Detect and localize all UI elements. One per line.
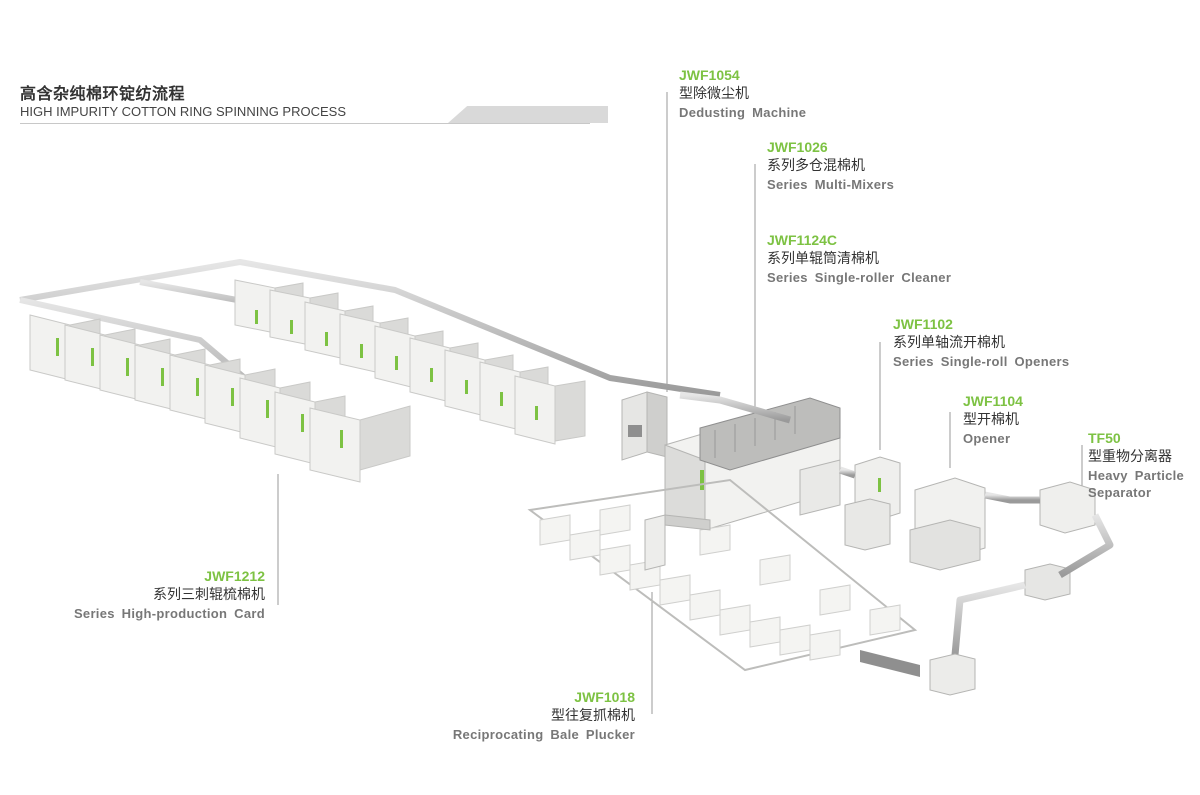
en-name-jwf1104: Opener: [963, 431, 1011, 446]
label-jwf1102: JWF1102 系列单轴流开棉机 Series Single-roll Open…: [893, 315, 1069, 370]
cn-name-jwf1026: 系列多仓混棉机: [767, 158, 865, 174]
en-name-tf50-line1: Heavy Particle: [1088, 468, 1185, 483]
cn-name-jwf1102: 系列单轴流开棉机: [893, 335, 1005, 351]
single-roller-cleaner: [799, 459, 841, 516]
label-jwf1026: JWF1026 系列多仓混棉机 Series Multi-Mixers: [767, 138, 894, 193]
en-name-jwf1018: Reciprocating Bale Plucker: [452, 727, 635, 742]
title-divider: [20, 123, 590, 124]
en-name-jwf1026: Series Multi-Mixers: [767, 177, 895, 192]
label-jwf1212: JWF1212 系列三刺辊梳棉机 Series High-production …: [74, 567, 265, 622]
opener: [909, 477, 986, 571]
model-jwf1104: JWF1104: [963, 393, 1023, 409]
condenser-unit: [929, 653, 976, 696]
model-jwf1212: JWF1212: [204, 568, 265, 584]
model-jwf1026: JWF1026: [767, 139, 828, 155]
model-jwf1018: JWF1018: [574, 689, 635, 705]
label-jwf1124c: JWF1124C 系列单辊筒清棉机 Series Single-roller C…: [767, 231, 951, 286]
bale-plucker: [527, 478, 920, 677]
card-row-front: [29, 314, 411, 483]
label-jwf1018: JWF1018 型往复抓棉机 Reciprocating Bale Plucke…: [453, 688, 635, 743]
cn-name-jwf1212: 系列三刺辊梳棉机: [153, 587, 265, 603]
label-jwf1104: JWF1104 型开棉机 Opener: [963, 392, 1023, 447]
heavy-particle-separator: [1024, 481, 1096, 601]
cn-name-jwf1018: 型往复抓棉机: [551, 708, 635, 724]
cn-name-jwf1104: 型开棉机: [963, 412, 1019, 428]
single-roll-opener: [844, 456, 901, 551]
en-name-jwf1102: Series Single-roll Openers: [893, 354, 1070, 369]
cn-name-tf50: 型重物分离器: [1088, 449, 1172, 465]
en-name-tf50-line2: Separator: [1088, 485, 1152, 500]
model-tf50: TF50: [1088, 430, 1121, 446]
diagram-header: 高含杂纯棉环锭纺流程 HIGH IMPURITY COTTON RING SPI…: [20, 80, 608, 130]
en-name-jwf1054: Dedusting Machine: [679, 105, 807, 120]
label-jwf1054: JWF1054 型除微尘机 Dedusting Machine: [679, 66, 806, 121]
en-name-jwf1124c: Series Single-roller Cleaner: [767, 270, 952, 285]
transport-ducts: [679, 391, 1114, 656]
multi-mixer: [664, 397, 841, 531]
model-jwf1054: JWF1054: [679, 67, 740, 83]
en-name-jwf1212: Series High-production Card: [73, 606, 265, 621]
label-tf50: TF50 型重物分离器 Heavy Particle Separator: [1088, 429, 1184, 501]
cn-name-jwf1054: 型除微尘机: [679, 86, 749, 102]
title-accent-bar: [448, 106, 608, 123]
title-chinese: 高含杂纯棉环锭纺流程: [20, 84, 186, 103]
dedusting-machine: [621, 391, 668, 461]
card-row-back: [234, 279, 586, 445]
cn-name-jwf1124c: 系列单辊筒清棉机: [767, 251, 879, 267]
title-english: HIGH IMPURITY COTTON RING SPINNING PROCE…: [20, 104, 346, 119]
model-jwf1102: JWF1102: [893, 316, 953, 332]
model-jwf1124c: JWF1124C: [767, 232, 838, 248]
